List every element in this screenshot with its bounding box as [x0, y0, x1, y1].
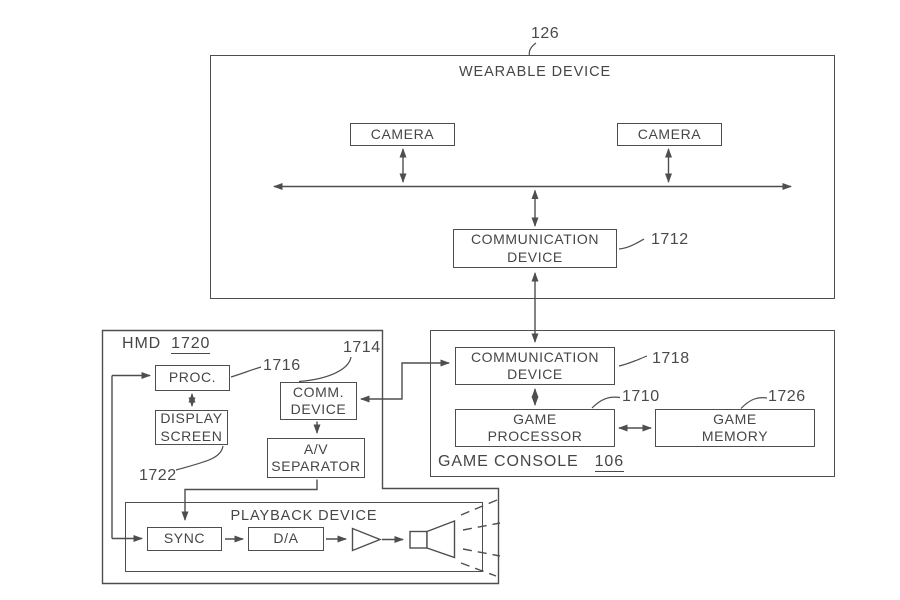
- da-box: D/A: [248, 527, 324, 551]
- ref-label-1710: 1710: [622, 388, 660, 405]
- game-console-title-ref: 106: [594, 453, 625, 472]
- ref-label-126: 126: [531, 25, 560, 42]
- leader-126: [528, 42, 537, 56]
- comm-device-1714-box: COMM. DEVICE: [280, 382, 357, 420]
- wearable-device-title: WEARABLE DEVICE: [458, 64, 612, 80]
- playback-device-box: [125, 502, 483, 572]
- ref-label-1718: 1718: [652, 350, 690, 367]
- leader-1726: [740, 397, 768, 409]
- camera-right-box: CAMERA: [617, 123, 722, 146]
- game-memory-box: GAME MEMORY: [655, 409, 815, 447]
- av-separator-label: A/V SEPARATOR: [271, 440, 361, 474]
- leader-1722: [175, 445, 224, 471]
- game-processor-label: GAME PROCESSOR: [487, 410, 583, 444]
- camera-left-label: CAMERA: [370, 125, 435, 142]
- ref-label-1726: 1726: [768, 388, 806, 405]
- separator-sync-link: [181, 479, 318, 521]
- hmd-title: HMD 1720: [122, 335, 211, 354]
- leader-1718: [618, 355, 648, 367]
- game-memory-label: GAME MEMORY: [701, 410, 769, 444]
- ref-label-1716: 1716: [263, 357, 301, 374]
- leader-1716: [230, 366, 262, 378]
- camera-left-box: CAMERA: [350, 123, 455, 146]
- hmd-title-text: HMD: [122, 335, 162, 352]
- hmd-outline: [101, 329, 500, 585]
- speaker-horn-icon: [409, 519, 456, 559]
- display-screen-label: DISPLAY SCREEN: [160, 410, 223, 444]
- hmd-title-ref: 1720: [171, 335, 211, 354]
- da-label: D/A: [273, 530, 299, 547]
- comm-device-1712-label: COMMUNICATION DEVICE: [470, 231, 600, 265]
- leader-lines: [175, 42, 768, 471]
- wearable-device-box: [210, 55, 835, 299]
- comm-device-1718-box: COMMUNICATION DEVICE: [455, 347, 615, 385]
- proc-box: PROC.: [155, 365, 230, 391]
- ref-label-1712: 1712: [651, 231, 689, 248]
- av-separator-box: A/V SEPARATOR: [267, 438, 365, 478]
- camera-right-label: CAMERA: [637, 125, 702, 142]
- comm-device-1712-box: COMMUNICATION DEVICE: [453, 229, 617, 268]
- sync-label: SYNC: [163, 530, 206, 547]
- proc-label: PROC.: [168, 369, 217, 386]
- game-console-box: [430, 330, 835, 477]
- amplifier-triangle-icon: [351, 527, 382, 552]
- sync-box: SYNC: [147, 527, 222, 551]
- comm-device-1718-label: COMMUNICATION DEVICE: [470, 348, 600, 382]
- comm-device-1714-label: COMM. DEVICE: [290, 383, 347, 417]
- game-processor-box: GAME PROCESSOR: [455, 409, 615, 447]
- hmd-console-link: [360, 359, 450, 403]
- leader-1714: [298, 356, 352, 383]
- ref-label-1722: 1722: [139, 467, 177, 484]
- display-screen-box: DISPLAY SCREEN: [155, 410, 228, 445]
- leader-1710: [591, 396, 621, 409]
- ref-label-1714: 1714: [343, 339, 381, 356]
- game-console-title: GAME CONSOLE 106: [438, 453, 625, 472]
- sound-waves-icon: [460, 499, 501, 577]
- game-console-title-text: GAME CONSOLE: [438, 453, 579, 470]
- leader-1712: [618, 238, 645, 250]
- playback-device-title: PLAYBACK DEVICE: [230, 508, 378, 524]
